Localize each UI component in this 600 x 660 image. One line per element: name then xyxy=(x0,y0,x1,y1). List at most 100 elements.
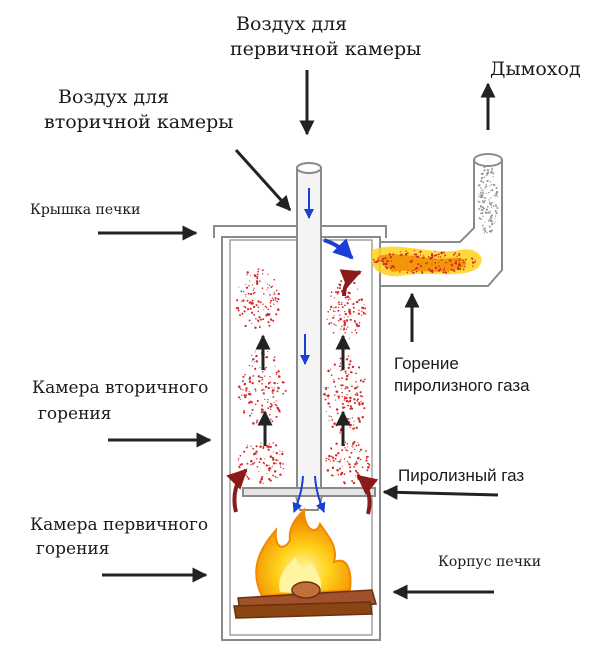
particle xyxy=(344,387,347,390)
particle xyxy=(266,289,268,291)
particle xyxy=(364,378,366,381)
particle xyxy=(363,304,365,306)
particle xyxy=(355,332,358,334)
particle xyxy=(261,382,263,385)
particle xyxy=(252,447,255,450)
particle xyxy=(355,444,358,447)
particle xyxy=(274,365,276,367)
particle xyxy=(345,396,348,400)
particle xyxy=(349,405,352,408)
particle xyxy=(341,384,344,387)
smoke-particle xyxy=(488,200,490,202)
smoke-particle xyxy=(482,206,485,209)
particle xyxy=(415,270,418,273)
particle xyxy=(239,314,241,317)
particle xyxy=(422,256,425,259)
smoke-particle xyxy=(481,209,484,212)
particle xyxy=(344,331,346,334)
particle xyxy=(270,299,273,302)
particle xyxy=(269,381,272,383)
particle xyxy=(264,389,266,391)
particle xyxy=(244,324,247,328)
particle xyxy=(336,287,339,289)
particle xyxy=(239,398,241,400)
particle xyxy=(358,366,361,369)
particle xyxy=(272,293,274,295)
particle xyxy=(346,404,349,407)
particle xyxy=(351,445,353,447)
particle xyxy=(279,473,282,476)
particle xyxy=(258,380,261,383)
particle xyxy=(343,482,346,485)
particle xyxy=(269,408,272,410)
particle xyxy=(268,464,270,467)
particle xyxy=(238,385,241,389)
particle xyxy=(471,257,474,260)
particle xyxy=(337,377,340,380)
firewood-icon xyxy=(233,581,377,619)
particle xyxy=(399,271,401,273)
particle xyxy=(261,378,264,381)
particle xyxy=(272,389,275,392)
particle xyxy=(257,300,260,303)
particle xyxy=(443,256,445,258)
particle xyxy=(457,268,459,270)
particle xyxy=(248,302,251,304)
smoke-particle xyxy=(481,211,484,215)
smoke-particle xyxy=(489,218,491,220)
particle xyxy=(415,267,418,270)
air-flow-arrows xyxy=(292,188,354,513)
particle xyxy=(357,444,360,446)
particle xyxy=(246,274,248,276)
particle xyxy=(355,372,358,375)
particle xyxy=(361,395,363,398)
particle xyxy=(353,281,356,285)
particle xyxy=(251,360,253,362)
particle xyxy=(264,305,267,308)
particle xyxy=(268,382,271,385)
particle xyxy=(347,446,349,448)
particle xyxy=(237,460,239,462)
particle xyxy=(343,397,346,400)
smoke-particle xyxy=(490,206,493,209)
particle xyxy=(235,306,239,310)
particle xyxy=(256,419,259,422)
particle xyxy=(264,385,268,389)
smoke-particle xyxy=(488,191,490,193)
particle xyxy=(339,429,342,432)
smoke-particle xyxy=(484,221,486,223)
particle xyxy=(382,262,386,266)
particle xyxy=(240,463,243,466)
smoke-particle xyxy=(492,205,495,207)
particle xyxy=(363,313,365,315)
smoke-particle xyxy=(481,196,484,199)
particle xyxy=(377,259,380,262)
particle xyxy=(262,461,265,464)
particle xyxy=(249,274,251,277)
particle xyxy=(405,250,407,253)
chimney-smoke xyxy=(477,164,499,234)
particle xyxy=(358,322,361,324)
particle xyxy=(352,481,356,485)
particle xyxy=(260,411,264,414)
particle xyxy=(254,403,257,406)
particle xyxy=(360,400,362,402)
particle xyxy=(251,408,254,411)
particle xyxy=(442,271,445,274)
particle xyxy=(444,254,447,257)
particle xyxy=(340,328,342,330)
particle xyxy=(327,402,330,405)
particle xyxy=(262,409,265,411)
particle xyxy=(335,408,339,411)
particle xyxy=(245,283,247,286)
particle xyxy=(414,253,418,256)
particle xyxy=(256,277,259,280)
particle xyxy=(251,322,253,324)
particle xyxy=(348,310,351,314)
particle xyxy=(273,387,275,389)
particle xyxy=(270,402,272,405)
particle xyxy=(281,452,284,456)
particle xyxy=(411,270,413,272)
particle xyxy=(337,309,340,312)
particle xyxy=(348,399,352,403)
